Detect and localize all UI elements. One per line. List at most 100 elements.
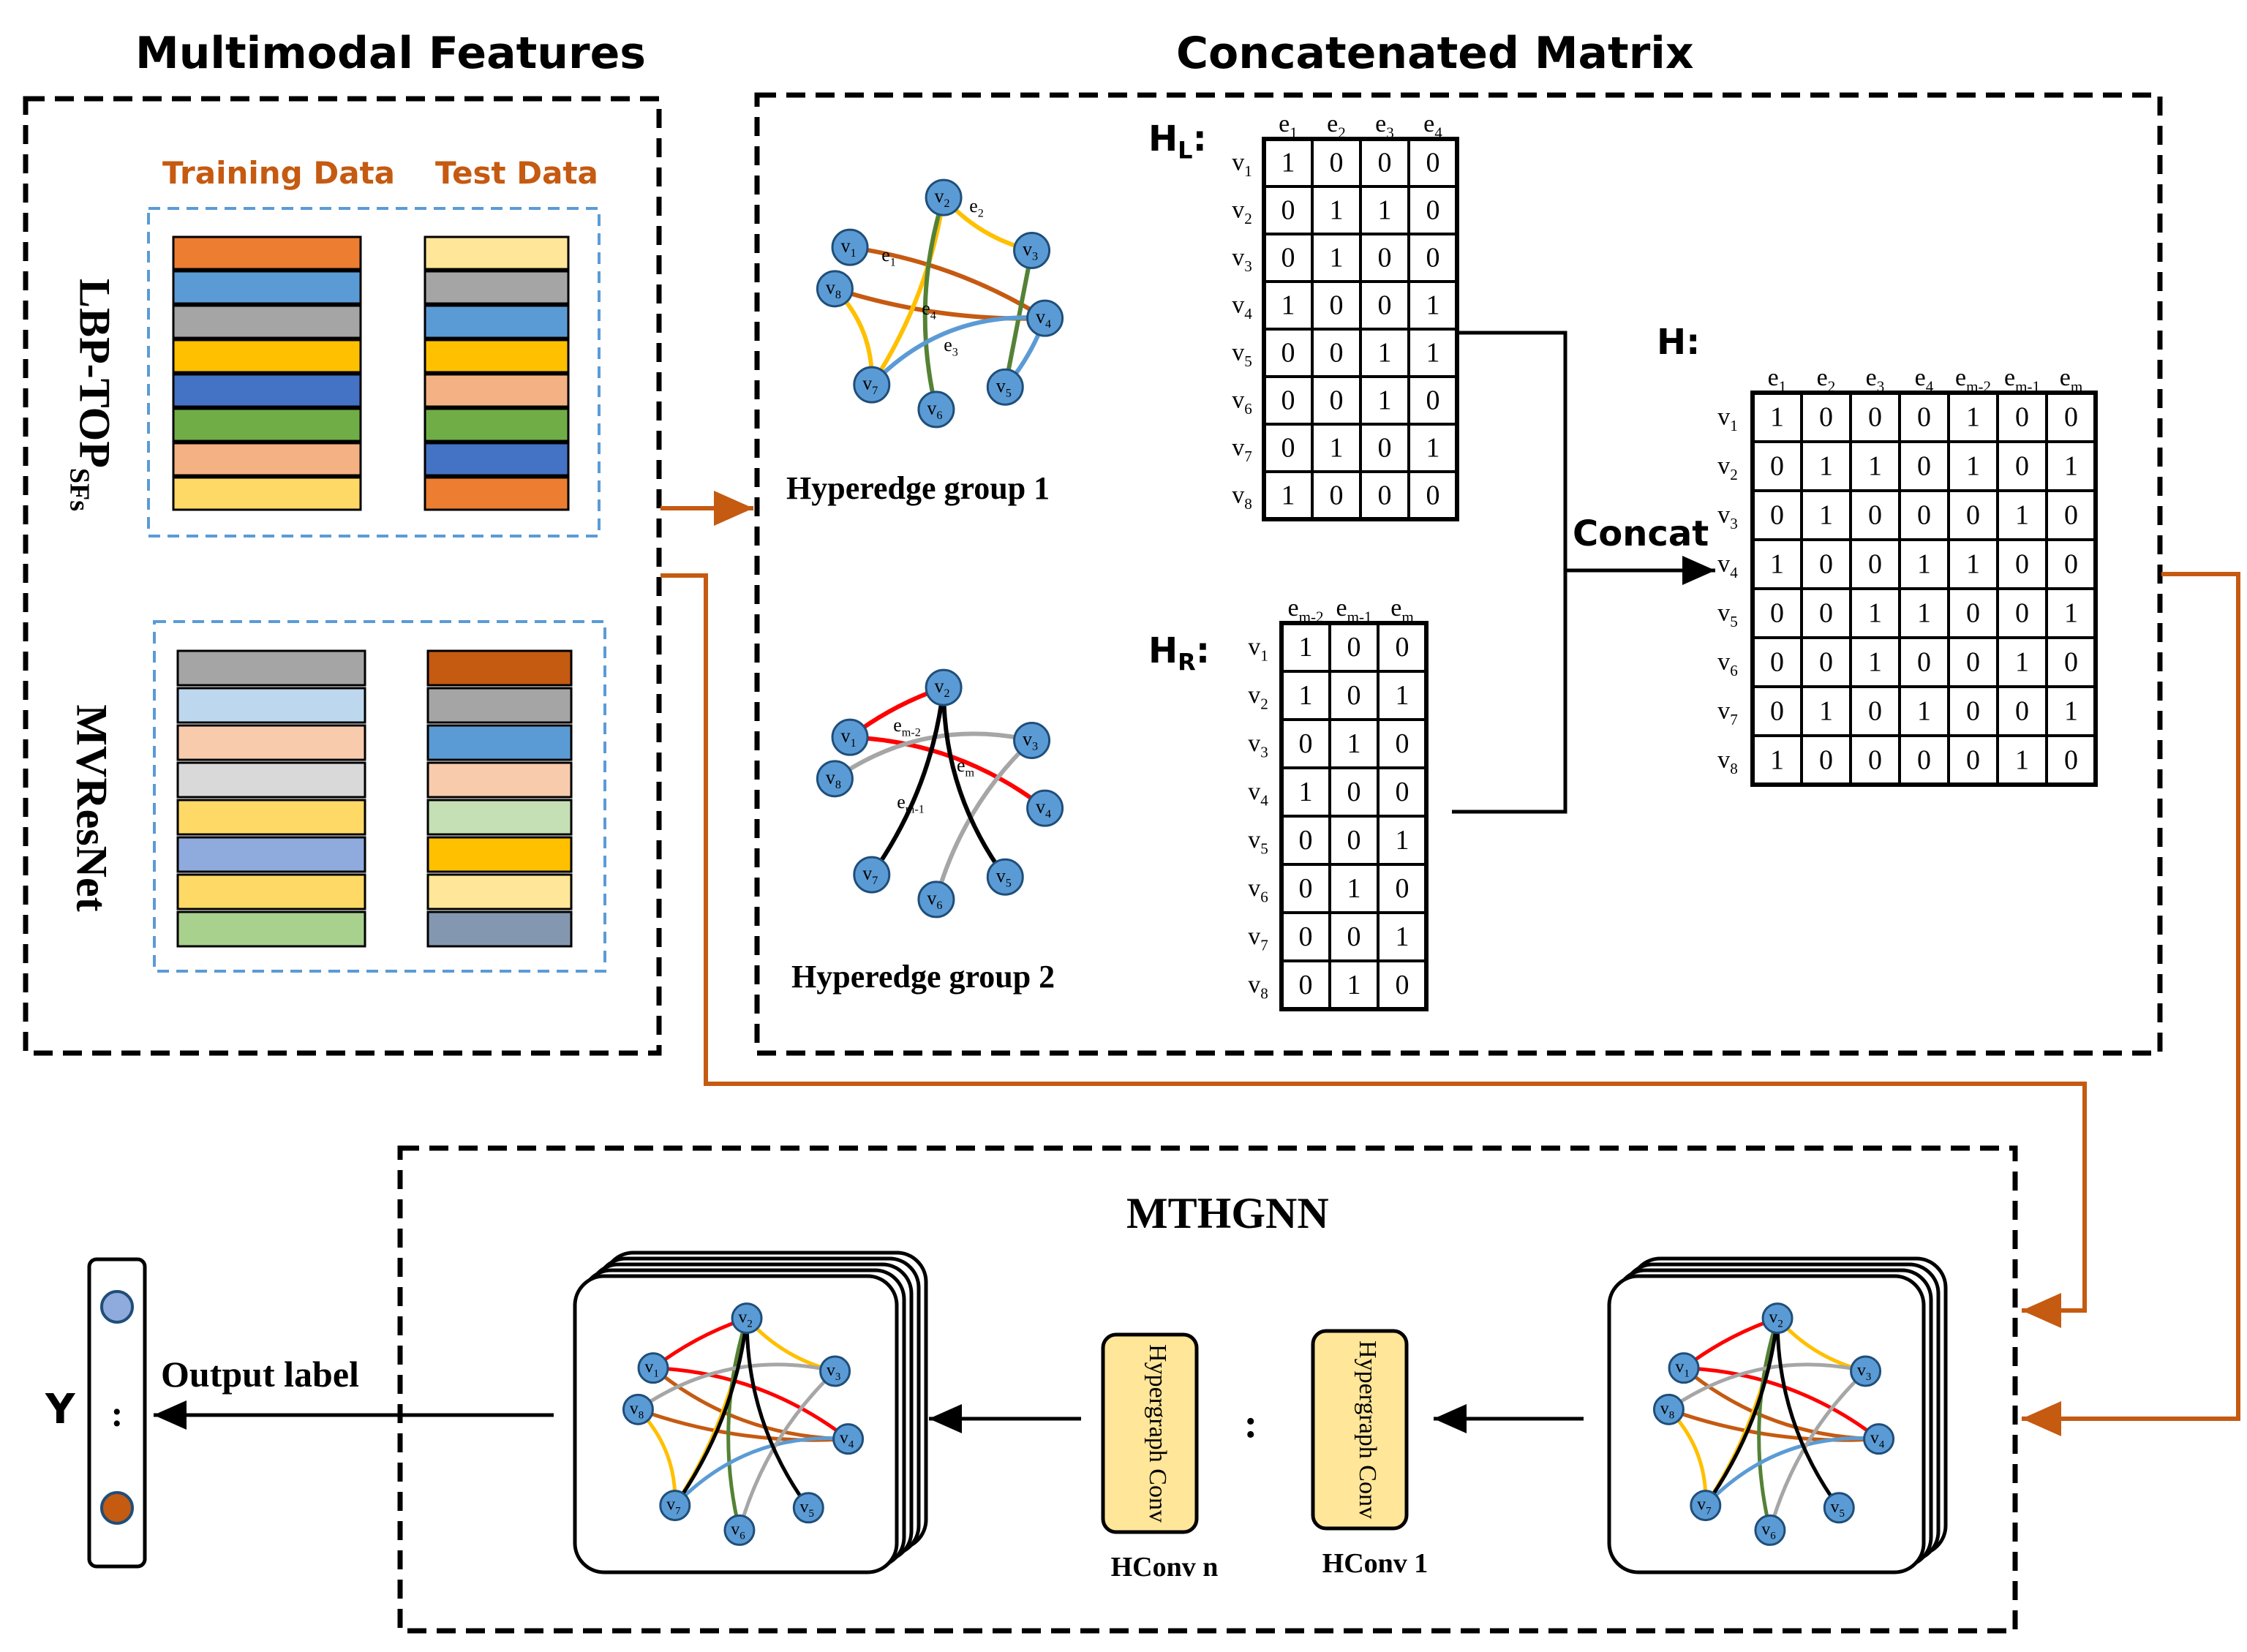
- hr-matrix-row-header-1-base: v: [1248, 633, 1260, 660]
- group2-edge-6: [941, 687, 1007, 879]
- group1-node-2: [925, 178, 963, 216]
- hl-matrix-row-header-1-sub: 1: [1244, 162, 1252, 180]
- left-stack-node-4: [832, 1423, 865, 1455]
- h-matrix-label: H:: [1657, 322, 1701, 363]
- hr-matrix-cell-8-1: 0: [1299, 970, 1313, 1000]
- group2-node-label-7: v7: [862, 863, 878, 888]
- h-matrix-cell-3-7: 0: [2064, 500, 2078, 531]
- right-stack-node-8: [1652, 1393, 1685, 1425]
- right-stack-node-label-1-base: v: [1675, 1358, 1684, 1377]
- hr-matrix-cell-5-2: 0: [1347, 825, 1361, 856]
- right-stack-node-label-3-sub: 3: [1866, 1371, 1871, 1383]
- h-matrix-cell-2-3: 1: [1868, 451, 1882, 482]
- hl-matrix-cell-1-4: 0: [1426, 148, 1440, 178]
- group2-node-1: [831, 718, 869, 756]
- hr-matrix-row-header-5-base: v: [1248, 826, 1260, 853]
- group1-edge-4: [870, 197, 946, 386]
- group1-edge-label-1-sub: 1: [890, 257, 896, 269]
- hl-matrix-cell-7-2: 1: [1330, 433, 1344, 464]
- h-matrix-col-header-5-base: e: [1955, 364, 1966, 391]
- h-matrix-row-header-6-base: v: [1717, 649, 1730, 676]
- h-matrix-row-header-2-base: v: [1717, 453, 1730, 480]
- hl-matrix-cell-6-2: 0: [1330, 385, 1344, 416]
- concatenated-matrix-box: [754, 92, 2163, 1056]
- h-matrix-row-header-3-sub: 3: [1730, 515, 1738, 532]
- hl-matrix-cell-2-2: 1: [1330, 195, 1344, 226]
- group2-edge-label-1-sub: m-2: [902, 727, 921, 739]
- h-matrix-row-header-3: v3: [1717, 502, 1738, 533]
- h-matrix-cell-8-2: 0: [1819, 745, 1833, 776]
- h-matrix-row-header-7-sub: 7: [1730, 711, 1738, 728]
- h-matrix-cell-4-1: 1: [1770, 549, 1784, 580]
- right-stack-node-1: [1668, 1352, 1700, 1384]
- group2-node-label-3-base: v: [1023, 728, 1032, 750]
- group2-node-label-7-base: v: [862, 863, 872, 884]
- features-to-model-arrow: [660, 573, 2087, 1328]
- hl-matrix-col-header-3-sub: 3: [1386, 124, 1394, 142]
- h-matrix-cell-2-1: 0: [1770, 451, 1784, 482]
- hl-matrix-col-header-3: e3: [1375, 110, 1394, 142]
- conv-dots: :: [1244, 1401, 1258, 1447]
- group1-node-label-4: v4: [1036, 306, 1051, 331]
- h-matrix-row-header-5-base: v: [1717, 600, 1730, 627]
- h-matrix-row-header-6-sub: 6: [1730, 662, 1738, 679]
- mvresnet-test-stripe-7: [426, 873, 573, 910]
- hl-matrix-row-header-5-base: v: [1232, 339, 1244, 366]
- multimodal-features-title: Multimodal Features: [135, 28, 646, 79]
- h-matrix-cell-7-5: 0: [1966, 696, 1980, 727]
- group1-node-label-2-base: v: [935, 186, 944, 207]
- hconv-n-label: HConv n: [1111, 1552, 1219, 1583]
- group1-node-label-6-sub: 6: [936, 410, 942, 422]
- group1-node-label-1: v1: [841, 235, 857, 260]
- group2-node-7: [853, 856, 891, 894]
- group2-node-label-1: v1: [841, 725, 857, 750]
- lbp-top-subscript: SFs: [64, 467, 95, 512]
- group2-node-label-8: v8: [826, 766, 841, 791]
- hr-matrix-row-header-5-sub: 5: [1260, 840, 1268, 858]
- hl-matrix-row-header-3: v3: [1232, 244, 1252, 276]
- hr-matrix-row-header-5: v5: [1248, 826, 1268, 858]
- hl-matrix-row-header-6-sub: 6: [1244, 400, 1252, 418]
- lbp-test-stripe-7: [424, 442, 570, 477]
- right-stack-node-5: [1823, 1492, 1855, 1524]
- h-matrix-col-header-7: em: [2060, 364, 2083, 396]
- hr-matrix-row-header-4-base: v: [1248, 778, 1260, 805]
- group2-node-2: [925, 668, 963, 706]
- group1-node-label-6: v6: [927, 397, 942, 422]
- lbp-training-stripe-3: [172, 304, 362, 339]
- mvresnet-test-stripe-4: [426, 761, 573, 799]
- lbp-training-stripe-1: [172, 235, 362, 271]
- mthgnn-title: MTHGNN: [1126, 1189, 1329, 1237]
- mvresnet-training-stripe-3: [176, 724, 366, 761]
- hl-matrix-row-header-4: v4: [1232, 292, 1252, 323]
- hl-matrix-cell-7-3: 0: [1378, 433, 1392, 464]
- group1-node-label-3-sub: 3: [1032, 251, 1038, 263]
- h-matrix-cell-2-2: 1: [1819, 451, 1833, 482]
- hr-matrix-cell-1-3: 0: [1396, 632, 1409, 663]
- h-matrix-row-header-4: v4: [1717, 551, 1738, 582]
- left-stack-node-label-2-base: v: [738, 1308, 747, 1327]
- h-matrix-cell-8-6: 1: [2015, 745, 2029, 776]
- group2-node-label-5-base: v: [996, 865, 1006, 886]
- lbp-test-stripe-1: [424, 235, 570, 271]
- right-stack-node-label-5-base: v: [1831, 1498, 1840, 1517]
- group1-edge-label-3-sub: 3: [952, 347, 958, 359]
- output-dots: :: [111, 1393, 124, 1434]
- left-stack-node-label-3-sub: 3: [835, 1371, 840, 1383]
- hr-matrix-row-header-2-base: v: [1248, 682, 1260, 709]
- h-matrix-cell-4-6: 0: [2015, 549, 2029, 580]
- hl-matrix-col-header-1-base: e: [1279, 110, 1290, 137]
- h-matrix-row-header-5: v5: [1717, 600, 1738, 631]
- group2-edge-label-2: em-1: [897, 791, 925, 816]
- left-stack-node-label-7-sub: 7: [675, 1506, 681, 1517]
- h-matrix-cell-2-4: 0: [1917, 451, 1931, 482]
- h-matrix-cell-4-3: 0: [1868, 549, 1882, 580]
- hl-matrix-row-header-2: v2: [1232, 197, 1252, 228]
- group1-node-label-4-base: v: [1036, 306, 1045, 328]
- right-stack-node-7: [1690, 1490, 1722, 1522]
- h-matrix-row-header-2-sub: 2: [1730, 466, 1738, 483]
- h-matrix-cell-5-1: 0: [1770, 598, 1784, 629]
- h-matrix-col-header-5: em-2: [1955, 364, 1991, 396]
- left-stack-node-label-4: v4: [840, 1429, 854, 1451]
